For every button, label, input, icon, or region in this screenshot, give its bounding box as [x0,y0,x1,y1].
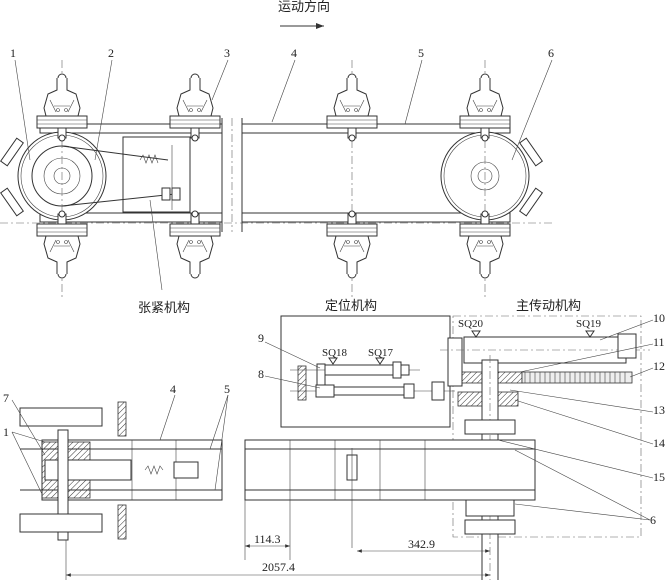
direction-label: 运动方向 [278,0,330,14]
drive-wheel-left [0,131,107,221]
label-10: 10 [653,311,665,325]
label-4-bottom: 4 [170,382,176,396]
tensioner-box [61,136,191,213]
positioning-label: 定位机构 [325,298,377,313]
dimension-114-3: 114.3 [254,532,281,546]
label-12: 12 [653,359,665,373]
sensor-sq17: SQ17 [368,347,394,359]
top-view-conveyor [0,60,552,300]
label-6-bottom: 6 [650,513,656,527]
label-3: 3 [224,46,230,60]
label-13: 13 [653,403,665,417]
dimension-lines [65,500,490,580]
label-1-bottom: 1 [3,425,9,439]
main-drive-box [452,315,642,538]
sensor-sq19: SQ19 [576,318,602,330]
main-drive-label: 主传动机构 [516,298,581,313]
tensioner-label: 张紧机构 [138,300,190,315]
label-6: 6 [548,46,554,60]
label-1: 1 [10,46,16,60]
positioning-mechanism [290,357,455,401]
label-8: 8 [258,367,264,381]
label-15: 15 [653,470,665,484]
label-4: 4 [291,46,297,60]
side-view-conveyor [19,401,536,548]
label-5-bottom: 5 [224,382,230,396]
dimension-2057-4: 2057.4 [262,560,295,574]
label-14: 14 [653,436,665,450]
label-7: 7 [3,391,9,405]
dimension-342-9: 342.9 [408,537,435,551]
label-11: 11 [653,335,665,349]
sensor-sq18: SQ18 [322,347,348,359]
label-5: 5 [418,46,424,60]
drive-wheel-right [440,131,544,221]
label-9: 9 [258,331,264,345]
label-2: 2 [108,46,114,60]
sensor-sq20: SQ20 [458,318,484,330]
